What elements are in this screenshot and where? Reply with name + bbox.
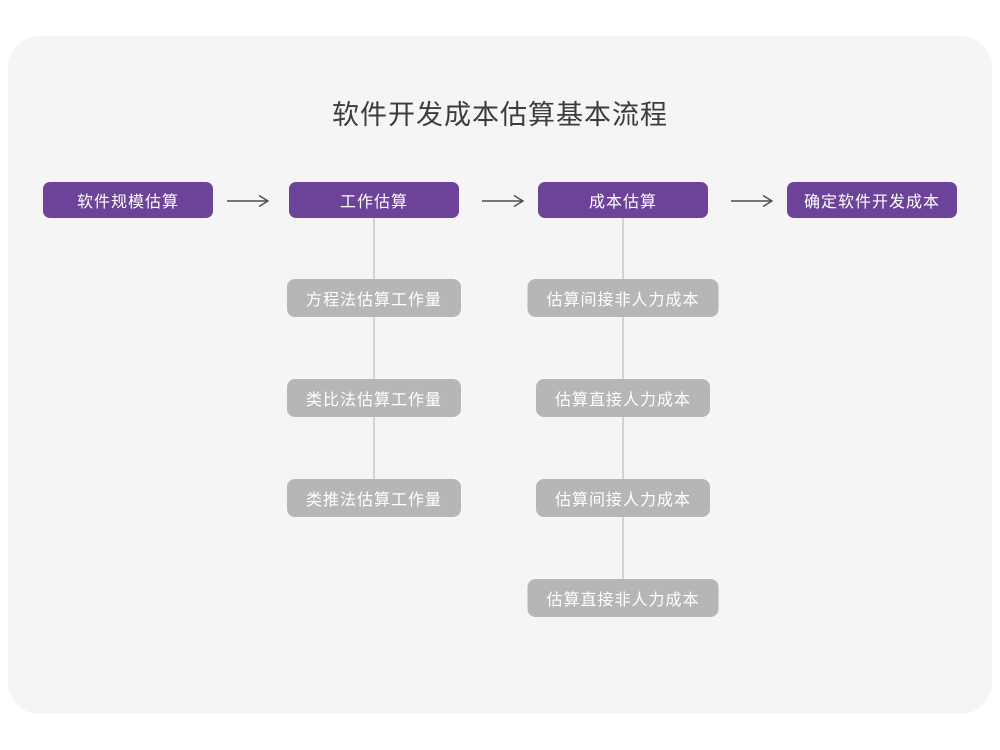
connector-line-work-estimation [373,218,375,498]
sub-node-indirect-non-labor-cost: 估算间接非人力成本 [527,279,719,317]
sub-node-analogy-method: 类比法估算工作量 [286,379,462,417]
arrow-right-icon [731,194,774,208]
sub-node-label: 估算间接人力成本 [554,492,692,509]
sub-node-inference-method: 类推法估算工作量 [286,479,462,517]
arrow-right-icon [482,194,525,208]
flow-node-label: 软件规模估算 [76,194,179,211]
diagram-title: 软件开发成本估算基本流程 [332,100,668,130]
sub-node-direct-non-labor-cost: 估算直接非人力成本 [527,579,719,617]
arrow-right-icon [227,194,270,208]
sub-node-equation-method: 方程法估算工作量 [286,279,462,317]
flow-node-software-scale-estimation: 软件规模估算 [43,182,213,218]
flow-node-label: 确定软件开发成本 [803,194,940,211]
sub-node-label: 估算间接非人力成本 [546,292,700,309]
flow-node-determine-development-cost: 确定软件开发成本 [787,182,957,218]
flow-node-label: 工作估算 [339,194,408,211]
diagram-card [8,36,992,714]
sub-node-label: 估算直接非人力成本 [546,592,700,609]
flow-node-work-estimation: 工作估算 [289,182,459,218]
sub-node-indirect-labor-cost: 估算间接人力成本 [535,479,711,517]
flow-node-cost-estimation: 成本估算 [538,182,708,218]
sub-node-label: 方程法估算工作量 [305,292,443,309]
sub-node-label: 类比法估算工作量 [305,392,443,409]
flow-node-label: 成本估算 [588,194,657,211]
sub-node-direct-labor-cost: 估算直接人力成本 [535,379,711,417]
sub-node-label: 估算直接人力成本 [554,392,692,409]
sub-node-label: 类推法估算工作量 [305,492,443,509]
